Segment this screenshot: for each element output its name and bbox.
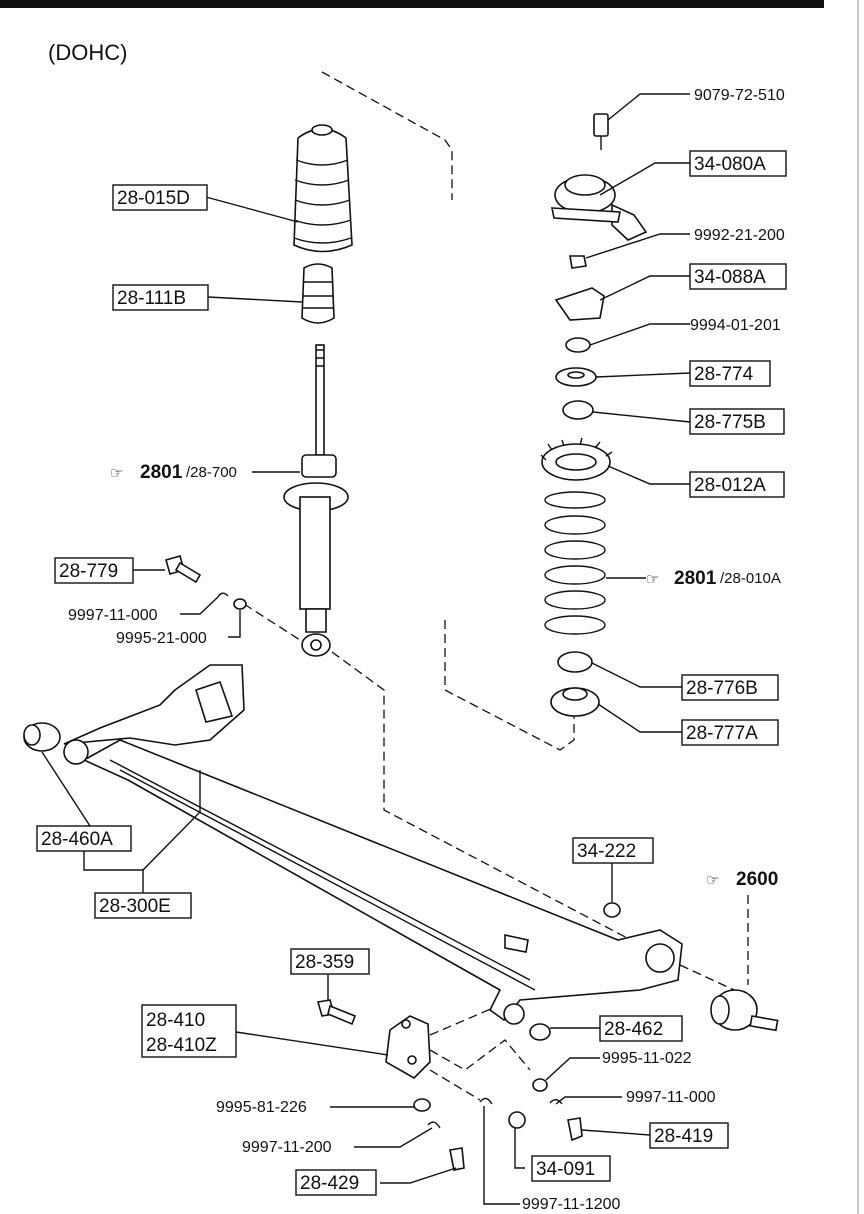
- bump-stop-part: [301, 263, 335, 324]
- callout-bolt-rear: 28-419: [649, 1122, 729, 1149]
- callout-bumper-upper: 28-775B: [689, 408, 785, 435]
- callout-text: 9995-21-000: [116, 630, 207, 647]
- callout-text: 28-359: [295, 952, 354, 973]
- callout-shock-ref: ☞ 2801 /28-700: [110, 462, 237, 483]
- callout-text: 28-779: [59, 561, 118, 582]
- pointing-hand-icon: ☞: [110, 465, 123, 482]
- callout-spring-seat: 28-012A: [689, 471, 785, 498]
- callout-text: 9995-11-022: [602, 1050, 692, 1067]
- callout-text-b: 28-410Z: [146, 1035, 217, 1056]
- callout-text: 28-462: [604, 1019, 663, 1040]
- ref-sub: /28-700: [186, 464, 237, 481]
- callout-seat-upper: 28-774: [689, 360, 771, 387]
- hub-part: [710, 989, 779, 1032]
- callout-text: 9997-11-1200: [522, 1196, 621, 1213]
- callout-axle-beam: 28-300E: [94, 892, 192, 919]
- callout-text: 9992-21-200: [694, 227, 785, 244]
- callout-text: 34-222: [577, 841, 636, 862]
- callout-text: 9997-11-000: [68, 607, 158, 624]
- coil-spring-part: [544, 491, 606, 635]
- callout-text: 9079-72-510: [694, 87, 785, 104]
- callout-text: 28-775B: [694, 412, 766, 433]
- nut-34-222-part: [603, 902, 621, 918]
- lower-seat-stack: [550, 651, 600, 717]
- top-border: [0, 0, 824, 8]
- callout-text: 28-300E: [99, 896, 171, 917]
- callout-text: 28-774: [694, 364, 754, 385]
- callout-text: 34-091: [536, 1159, 595, 1180]
- callout-bracket-bolt: 28-359: [290, 948, 370, 975]
- callout-text: 9995-81-226: [216, 1099, 307, 1116]
- callout-washer-rear: 9995-11-022: [602, 1050, 692, 1067]
- callout-bump-stop: 28-111B: [112, 284, 209, 311]
- pointing-hand-icon: ☞: [646, 571, 659, 588]
- callout-clip-shock: 9997-11-000: [68, 607, 158, 624]
- callout-nut-bottom: 34-091: [531, 1155, 611, 1182]
- callout-clip-rear: 9997-11-000: [626, 1089, 716, 1106]
- callout-text: 28-111B: [117, 288, 186, 309]
- callout-hub-ref: ☞ 2600: [706, 869, 778, 890]
- callout-text: 28-460A: [41, 829, 113, 850]
- callout-washer-bottom: 9995-81-226: [216, 1099, 307, 1116]
- callout-bushing-rear: 28-462: [599, 1015, 683, 1042]
- callout-text: 34-080A: [694, 154, 766, 175]
- callout-text: 28-015D: [117, 188, 190, 209]
- dust-boot-part: [293, 124, 353, 253]
- callout-nut-top: 9992-21-200: [694, 227, 785, 244]
- callout-text: 9997-11-000: [626, 1089, 716, 1106]
- callout-text: 28-429: [300, 1173, 359, 1194]
- callout-text: 28-777A: [686, 723, 758, 744]
- callout-nut-flange: 9994-01-201: [690, 317, 781, 334]
- small-hardware: [413, 1023, 583, 1171]
- callout-bushing-front: 28-460A: [36, 825, 132, 852]
- callout-text: 34-088A: [694, 267, 766, 288]
- callout-text-a: 28-410: [146, 1010, 205, 1031]
- callout-bolt-top: 9079-72-510: [694, 87, 785, 104]
- diagram-title: (DOHC): [48, 40, 127, 65]
- shock-absorber-part: [283, 344, 349, 657]
- shock-bolt-part: [165, 555, 247, 610]
- pointing-hand-icon: ☞: [706, 872, 719, 889]
- axle-beam-part: [23, 664, 683, 1025]
- callout-bracket-pair: 28-410 28-410Z: [141, 1004, 237, 1058]
- callout-shock-bolt: 28-779: [54, 557, 134, 584]
- callout-text: 28-012A: [694, 475, 766, 496]
- callout-text: 28-419: [654, 1126, 713, 1147]
- callout-seat-lower: 28-777A: [681, 719, 779, 746]
- callout-washer-shock: 9995-21-000: [116, 630, 207, 647]
- bracket-28-410-part: [385, 1015, 431, 1079]
- callout-bracket: 34-088A: [689, 263, 787, 290]
- callout-nut-bracket: 34-222: [572, 837, 654, 864]
- leader-lines: [41, 93, 691, 1205]
- callout-clip-end: 9997-11-1200: [522, 1196, 621, 1213]
- upper-mount-stack: [540, 113, 648, 481]
- ref-main: 2801: [140, 462, 183, 483]
- ref-main: 2801: [674, 568, 717, 589]
- callout-clip-bottom: 9997-11-200: [242, 1139, 332, 1156]
- callout-text: 9997-11-200: [242, 1139, 332, 1156]
- callout-mount: 34-080A: [689, 150, 787, 177]
- callout-bumper-lower: 28-776B: [681, 674, 779, 701]
- ref-sub: /28-010A: [720, 570, 781, 587]
- bolt-28-359-part: [316, 999, 357, 1026]
- callout-dust-boot: 28-015D: [112, 184, 208, 211]
- ref-main: 2600: [736, 869, 778, 890]
- callout-spring-ref: ☞ 2801 /28-010A: [646, 568, 781, 589]
- callout-text: 28-776B: [686, 678, 758, 699]
- assembly-dashed-lines: [243, 71, 749, 1101]
- callout-text: 9994-01-201: [690, 317, 781, 334]
- callout-bolt-bottom: 28-429: [295, 1169, 377, 1196]
